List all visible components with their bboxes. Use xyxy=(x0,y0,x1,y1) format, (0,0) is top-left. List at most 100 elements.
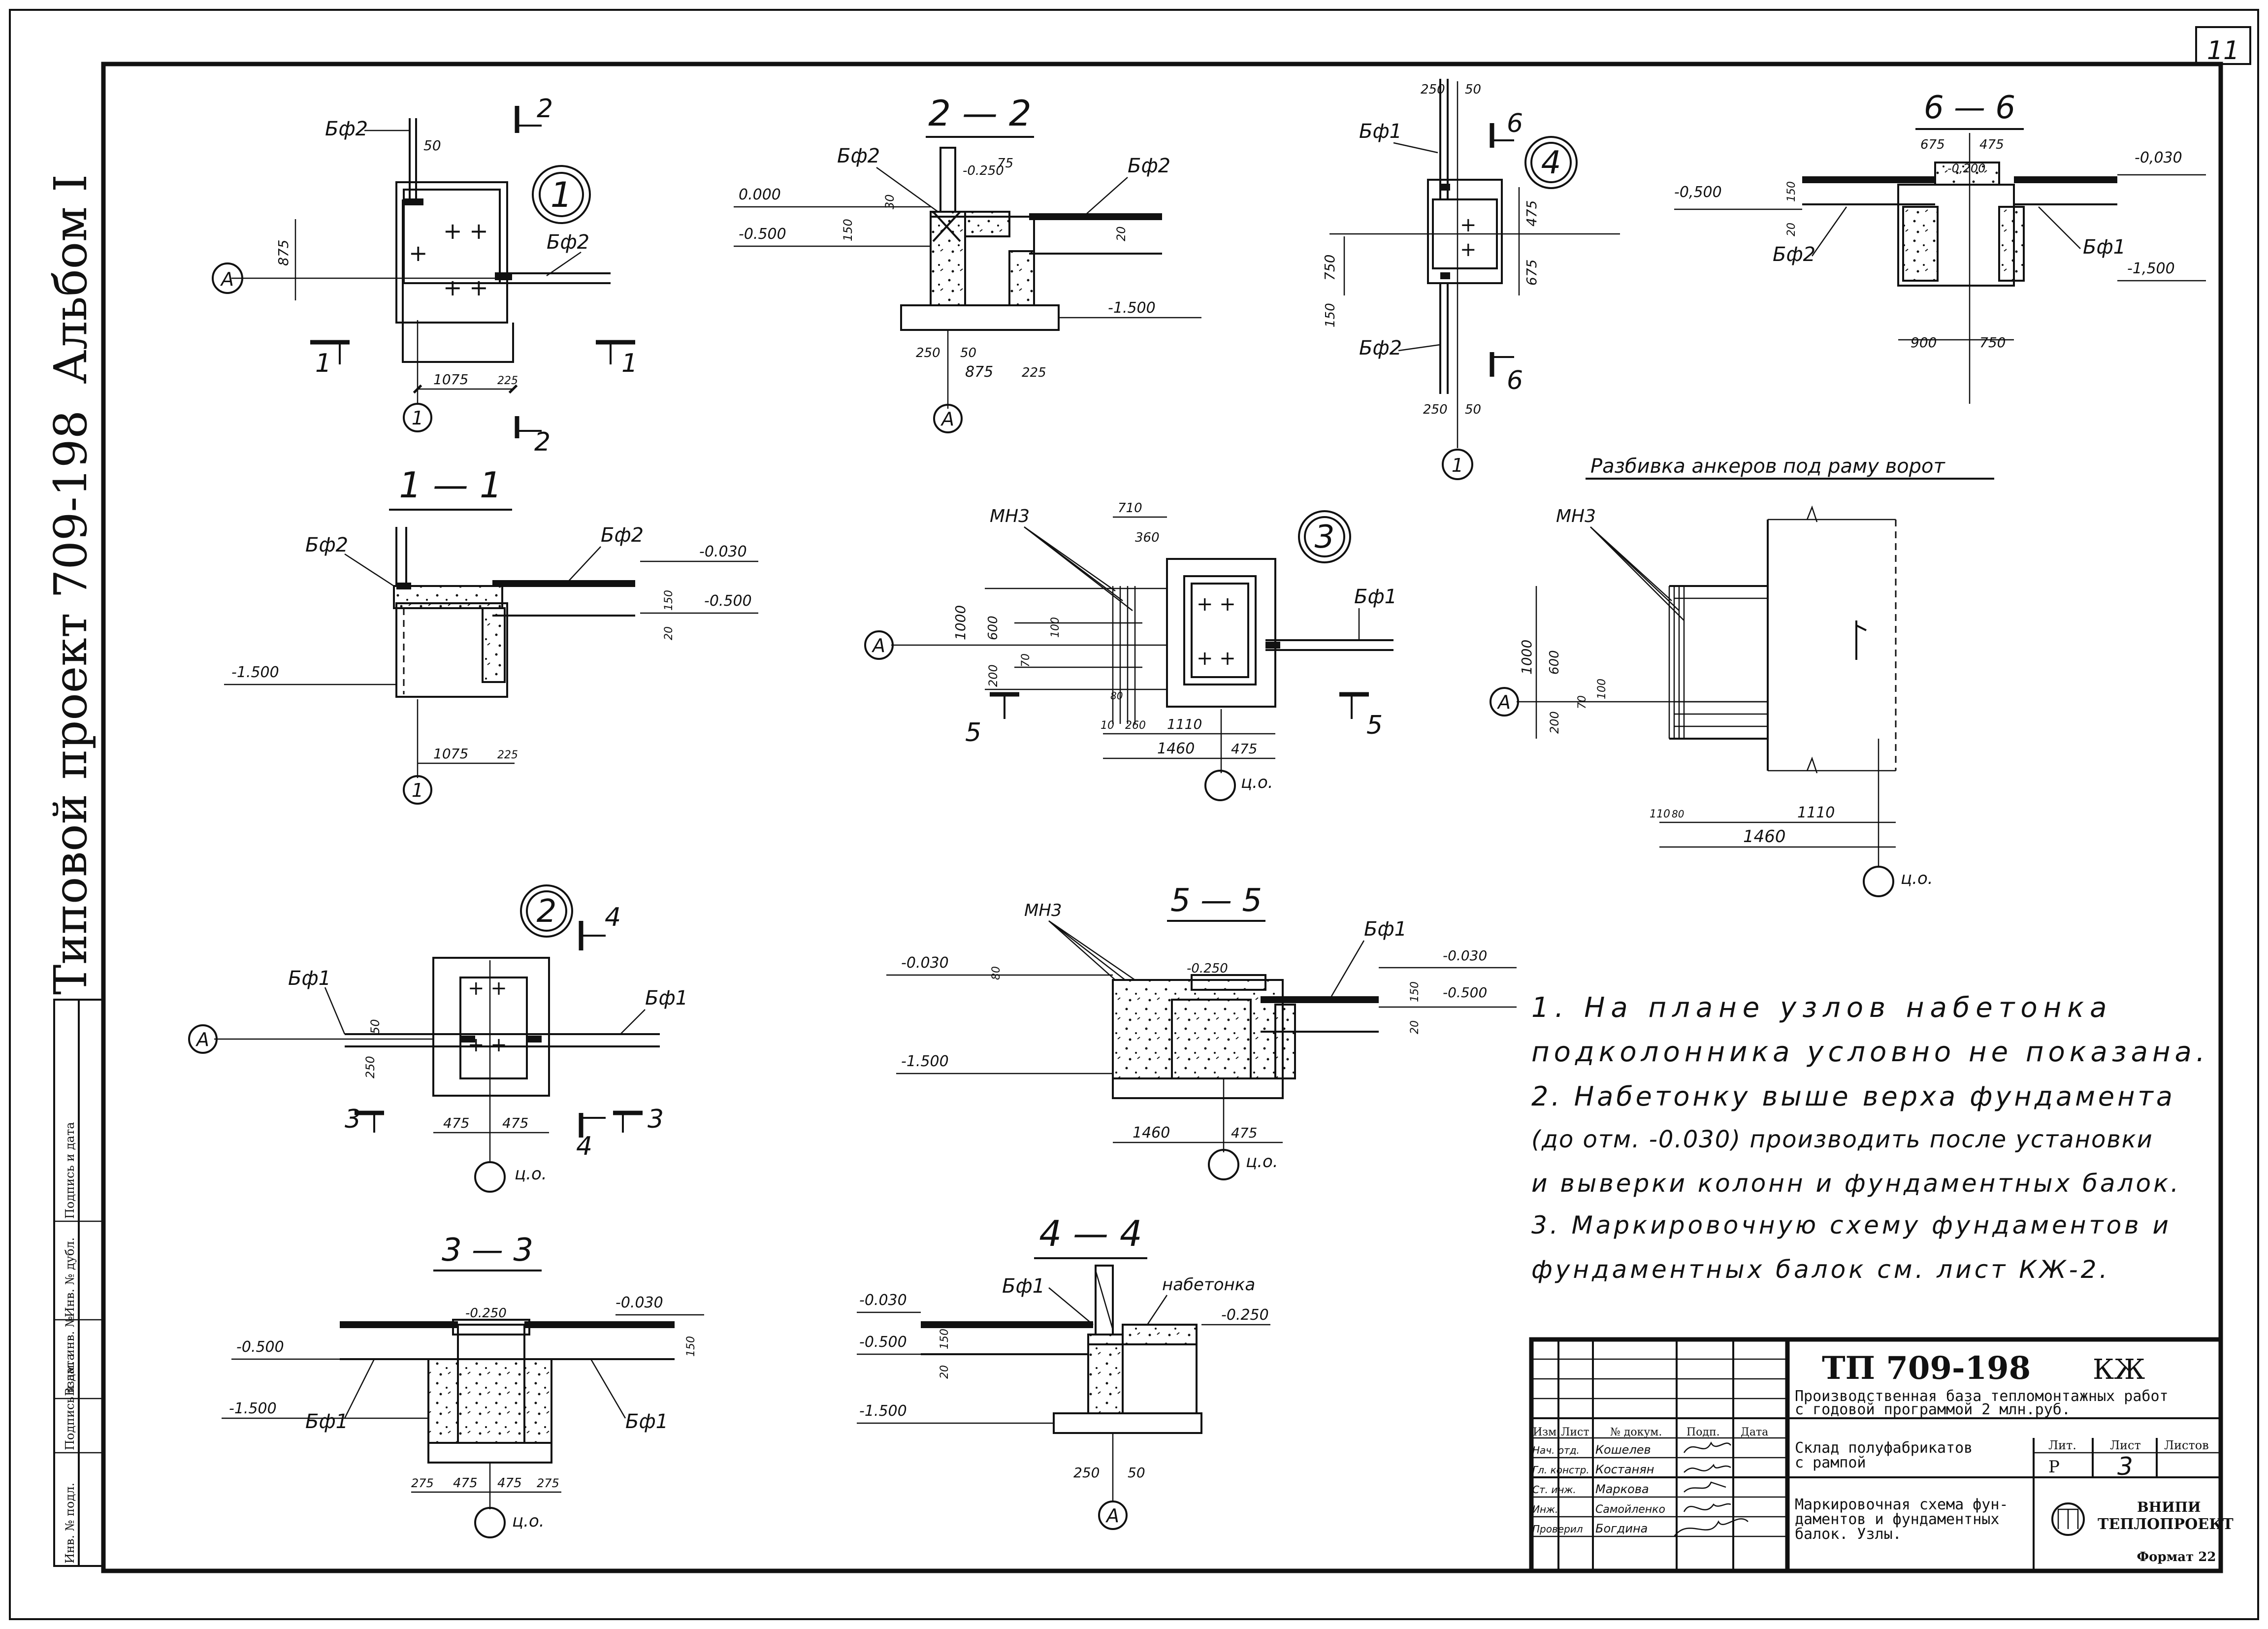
section-1-1-bf2: Бф2 xyxy=(305,534,348,556)
node-4-d50-bot: 50 xyxy=(1465,402,1481,417)
section-6-6-l0500: -0,500 xyxy=(1674,184,1722,201)
tb-object-1: Производственная база тепломонтажных раб… xyxy=(1795,1388,2169,1405)
tb-org-2: ТЕПЛОПРОЕКТ xyxy=(2098,1516,2234,1533)
tb-name-1: Кошелев xyxy=(1595,1443,1651,1457)
node-4-d675: 675 xyxy=(1523,260,1540,286)
tb-building-1: Склад полуфабрикатов xyxy=(1795,1439,1973,1457)
section-5-5-l0030: -0.030 xyxy=(1443,947,1487,964)
tb-col-sign: Подп. xyxy=(1686,1426,1720,1438)
tb-name-3: Маркова xyxy=(1595,1482,1649,1496)
node-3-d80: 80 xyxy=(1110,690,1123,702)
stamp-field-5: Подпись и дата xyxy=(63,1122,77,1219)
section-1-1-bf2-b: Бф2 xyxy=(601,524,644,547)
tb-role-3: Ст. инж. xyxy=(1532,1484,1576,1496)
section-6-6-title: 6 — 6 xyxy=(1924,90,2015,126)
node-2-bf1-right: Бф1 xyxy=(645,987,688,1010)
tb-col-izm: Изм xyxy=(1533,1426,1556,1438)
note-line-6: 3. Маркировочную схему фундаментов и xyxy=(1531,1211,2171,1239)
section-2-2-bf2-b: Бф2 xyxy=(1128,155,1170,177)
node-4-number: 4 xyxy=(1541,145,1561,181)
section-5-5-d1460: 1460 xyxy=(1133,1124,1170,1141)
section-2-2-d875: 875 xyxy=(965,363,993,381)
node-2-cut4-top: 4 xyxy=(605,903,621,932)
node-4-d50-top: 50 xyxy=(1465,82,1481,97)
node-3-d1110: 1110 xyxy=(1167,716,1202,732)
svg-text:+: + xyxy=(1460,238,1477,261)
node-2-bf1-left: Бф1 xyxy=(288,967,331,990)
section-2-2-l050: -0.500 xyxy=(739,226,786,243)
svg-text:+ +: + + xyxy=(468,977,507,1000)
anchor-layout-d1460: 1460 xyxy=(1743,827,1786,847)
section-5-5-d475: 475 xyxy=(1231,1125,1257,1141)
tb-col-list: Лист xyxy=(1561,1426,1589,1438)
note-line-7: фундаментных балок см. лист КЖ-2. xyxy=(1531,1255,2110,1284)
node-2-d50: 50 xyxy=(368,1019,382,1034)
anchor-layout-d600: 600 xyxy=(1547,650,1562,675)
node-2-d250: 250 xyxy=(363,1056,377,1078)
section-3-3-l030: -0.030 xyxy=(616,1294,663,1311)
stamp-field-2: Подпись и дата xyxy=(63,1353,77,1450)
note-line-3: 2. Набетонку выше верха фундамента xyxy=(1531,1081,2175,1112)
title-block: Изм Лист № докум. Подп. Дата Нач. отд. К… xyxy=(1529,1337,2234,1573)
section-5-5-l025: -0.250 xyxy=(1187,961,1228,976)
section-5-5-l030: -0.030 xyxy=(901,954,949,972)
section-6-6-l0200: -0,200 xyxy=(1947,162,1985,175)
svg-text:+ +: + + xyxy=(1197,593,1236,616)
node-2-number: 2 xyxy=(537,893,557,930)
anchor-layout-zero: ц.о. xyxy=(1901,869,1933,888)
node-4-d250-bot: 250 xyxy=(1423,402,1448,417)
tb-listov-header: Листов xyxy=(2164,1438,2209,1452)
section-5-5-bf1: Бф1 xyxy=(1364,918,1407,941)
anchor-layout-mn3: МН3 xyxy=(1556,506,1596,526)
node-3-d1000: 1000 xyxy=(952,605,969,640)
section-3-3-bf1-left: Бф1 xyxy=(305,1410,348,1433)
section-3-3-d275-a: 275 xyxy=(411,1476,434,1490)
tb-role-5: Проверил xyxy=(1532,1523,1583,1535)
section-4-4-title: 4 — 4 xyxy=(1039,1213,1142,1254)
section-6-6-bf2: Бф2 xyxy=(1773,243,1815,266)
section-2-2-l000: 0.000 xyxy=(739,186,781,203)
node-3-d260: 260 xyxy=(1125,719,1146,732)
node-3-d600: 600 xyxy=(986,616,1001,640)
section-6-6-d475: 475 xyxy=(1979,137,2004,152)
node-2-plan: 2 + ++ + А ц.о. Бф1 Бф1 50 250 475 475 4… xyxy=(188,884,688,1193)
sheet-frame: 11 Формат 22 xyxy=(9,9,2259,1620)
node-4-cut6-top: 6 xyxy=(1507,109,1523,138)
section-5-5-mn3: МН3 xyxy=(1024,901,1062,920)
svg-text:+: + xyxy=(1460,214,1477,236)
section-2-2-d250: 250 xyxy=(916,346,940,360)
section-4-4-bf1: Бф1 xyxy=(1002,1275,1045,1298)
node-1-cut2-top: 2 xyxy=(537,94,553,124)
section-6-6-bf1: Бф1 xyxy=(2083,236,2126,259)
notes: 1. На плане узлов набетонка подколонника… xyxy=(1531,992,2205,1284)
anchor-layout-title: Разбивка анкеров под раму ворот xyxy=(1590,455,1945,478)
section-1-1-d1075: 1075 xyxy=(433,746,468,762)
node-1-cut2-bot: 2 xyxy=(534,427,551,457)
section-3-3-l025: -0.250 xyxy=(465,1306,507,1321)
node-4-plan: 4 ++ 1 Бф1 Бф2 250 50 250 50 475 675 750… xyxy=(1322,79,1620,480)
tb-mark: КЖ xyxy=(2093,1354,2145,1386)
tb-list-header: Лист xyxy=(2110,1438,2141,1452)
section-2-2-d75: 75 xyxy=(997,156,1013,171)
node-1-plan: 1 + ++ + + А 1 Бф2 Бф2 50 875 1075 225 2… xyxy=(212,94,638,457)
project-label: Типовой проект 709-198 xyxy=(44,410,97,995)
node-2-zero: ц.о. xyxy=(515,1164,547,1184)
node-1-d50: 50 xyxy=(423,137,441,154)
section-6-6-d750: 750 xyxy=(1979,334,2006,351)
section-2-2-bf2: Бф2 xyxy=(837,145,880,167)
node-1-d1075: 1075 xyxy=(433,371,468,388)
tb-lit-value: Р xyxy=(2048,1457,2060,1477)
node-3-bf1: Бф1 xyxy=(1354,586,1397,608)
section-2-2-d30: 30 xyxy=(883,194,897,209)
section-3-3-l050: -0.500 xyxy=(236,1338,284,1356)
section-1-1-d20: 20 xyxy=(663,626,675,640)
section-5-5: 5 — 5 -0.030 -1.500 -0.250 -0.030 -0.500… xyxy=(886,882,1517,1180)
anchor-layout-axis-a: А xyxy=(1496,691,1511,713)
stamp-field-4: Инв. № дубл. xyxy=(63,1238,77,1317)
node-3-cut5-left: 5 xyxy=(965,718,981,748)
tb-col-date: Дата xyxy=(1741,1426,1768,1438)
section-4-4-nabetonka: набетонка xyxy=(1162,1275,1255,1295)
tb-sheet-1: Маркировочная схема фун- xyxy=(1795,1496,2008,1513)
node-3-d710: 710 xyxy=(1118,501,1142,516)
node-2-d475-b: 475 xyxy=(502,1115,528,1131)
